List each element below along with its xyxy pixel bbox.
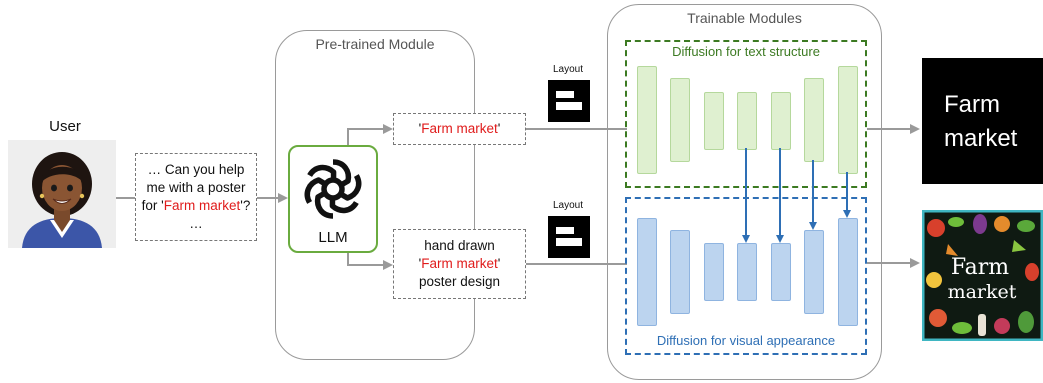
text-prompt-highlight: Farm market bbox=[421, 121, 498, 136]
blue-unet-block bbox=[838, 218, 858, 326]
blue-unet-block bbox=[771, 243, 791, 301]
poster-text-line2: market bbox=[948, 281, 1017, 303]
text-prompt-quote-open: ' bbox=[418, 121, 422, 136]
green-unet-block bbox=[637, 66, 657, 174]
green-unet-block bbox=[704, 92, 724, 150]
green-unet-block bbox=[670, 78, 690, 162]
layout-label-top: Layout bbox=[552, 64, 584, 75]
layout-icon bbox=[548, 216, 590, 258]
query-text-part1: … Can you help me with a poster for ' bbox=[141, 162, 246, 213]
blue-unet-block bbox=[737, 243, 757, 301]
trainable-modules-panel bbox=[607, 4, 882, 380]
visual-prompt-quote-open: ' bbox=[418, 256, 422, 271]
user-avatar bbox=[8, 140, 116, 248]
text-structure-output: Farm market bbox=[922, 58, 1043, 184]
visual-appearance-prompt: hand drawn 'Farm market' poster design bbox=[393, 229, 526, 299]
visual-appearance-diffusion-label: Diffusion for visual appearance bbox=[656, 333, 836, 348]
blue-unet-block bbox=[670, 230, 690, 314]
poster-output-image: Farm market bbox=[922, 210, 1043, 341]
llm-to-text-arrow bbox=[347, 124, 393, 145]
pretrained-module-title: Pre-trained Module bbox=[315, 36, 435, 52]
vegetable-decoration bbox=[926, 214, 1039, 336]
visual-prompt-quote-close: ' bbox=[497, 256, 501, 271]
layout-icon bbox=[548, 80, 590, 122]
pretrained-module-panel bbox=[275, 30, 475, 360]
trainable-modules-title: Trainable Modules bbox=[687, 10, 802, 26]
visual-prompt-highlight: Farm market bbox=[421, 256, 498, 271]
layout-label-bottom: Layout bbox=[552, 200, 584, 211]
llm-to-visual-arrow bbox=[347, 253, 393, 270]
query-highlight: Farm market bbox=[163, 198, 241, 213]
blue-unet-block bbox=[637, 218, 657, 326]
query-text-part2: '? … bbox=[189, 198, 251, 231]
text-structure-prompt: 'Farm market' bbox=[393, 113, 526, 145]
llm-box bbox=[288, 145, 378, 253]
blue-unet-block bbox=[804, 230, 824, 314]
openai-logo-icon bbox=[304, 159, 362, 219]
poster-text-line1: Farm bbox=[951, 255, 1009, 280]
text-structure-diffusion-label: Diffusion for text structure bbox=[672, 44, 820, 59]
user-label: User bbox=[49, 118, 81, 135]
visual-prompt-line1: hand drawn bbox=[424, 238, 495, 253]
blue-unet-block bbox=[704, 243, 724, 301]
llm-label: LLM bbox=[318, 229, 348, 246]
text-prompt-quote-close: ' bbox=[497, 121, 501, 136]
output-text-line1: Farm bbox=[944, 91, 1000, 118]
output-text-line2: market bbox=[944, 125, 1018, 152]
visual-prompt-line3: poster design bbox=[418, 274, 501, 289]
user-query-box: … Can you help me with a poster for 'Far… bbox=[135, 153, 257, 241]
